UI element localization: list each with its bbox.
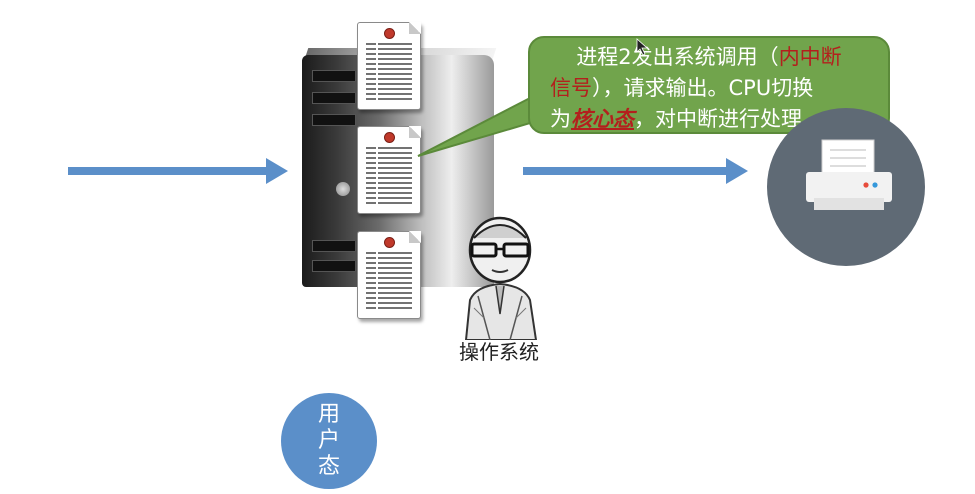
bubble-text: ，对中断进行处理 bbox=[634, 107, 802, 131]
bubble-highlight: 信号 bbox=[550, 76, 592, 100]
bubble-text: 为 bbox=[550, 107, 571, 131]
bubble-line-2: 信号），请求输出。CPU切换 bbox=[530, 73, 888, 104]
user-mode-badge: 用 户 态 bbox=[281, 393, 377, 489]
user-mode-char: 用 bbox=[317, 402, 340, 427]
drive-bay bbox=[312, 240, 356, 252]
operating-system-person-icon bbox=[464, 216, 538, 340]
output-arrow-head bbox=[726, 158, 748, 184]
process-document-1 bbox=[357, 22, 421, 110]
bubble-emphasis: 核心态 bbox=[571, 107, 634, 131]
drive-bay bbox=[312, 114, 356, 126]
document-text-lines bbox=[366, 43, 412, 101]
document-text-lines bbox=[366, 147, 412, 205]
output-arrow-shaft bbox=[523, 167, 728, 175]
bubble-text: 进程2发出系统调用（ bbox=[576, 45, 779, 69]
input-arrow-shaft bbox=[68, 167, 268, 175]
document-marker bbox=[384, 28, 395, 39]
document-marker bbox=[384, 132, 395, 143]
process-document-3 bbox=[357, 231, 421, 319]
bubble-text: ），请求输出。CPU切换 bbox=[592, 76, 814, 100]
mouse-cursor-icon bbox=[636, 38, 648, 56]
operating-system-label: 操作系统 bbox=[459, 340, 539, 364]
user-mode-char: 户 bbox=[317, 428, 340, 453]
printer-icon bbox=[806, 139, 892, 210]
process-document-2 bbox=[357, 126, 421, 214]
bubble-line-1: 进程2发出系统调用（内中断 bbox=[530, 42, 888, 73]
drive-bay bbox=[312, 260, 356, 272]
power-light bbox=[336, 182, 350, 196]
drive-bay bbox=[312, 92, 356, 104]
bubble-line-3: 为核心态，对中断进行处理 bbox=[530, 104, 888, 135]
document-text-lines bbox=[366, 252, 412, 310]
user-mode-char: 态 bbox=[317, 454, 340, 479]
bubble-highlight: 内中断 bbox=[778, 45, 842, 69]
document-marker bbox=[384, 237, 395, 248]
input-arrow-head bbox=[266, 158, 288, 184]
drive-bay bbox=[312, 70, 356, 82]
